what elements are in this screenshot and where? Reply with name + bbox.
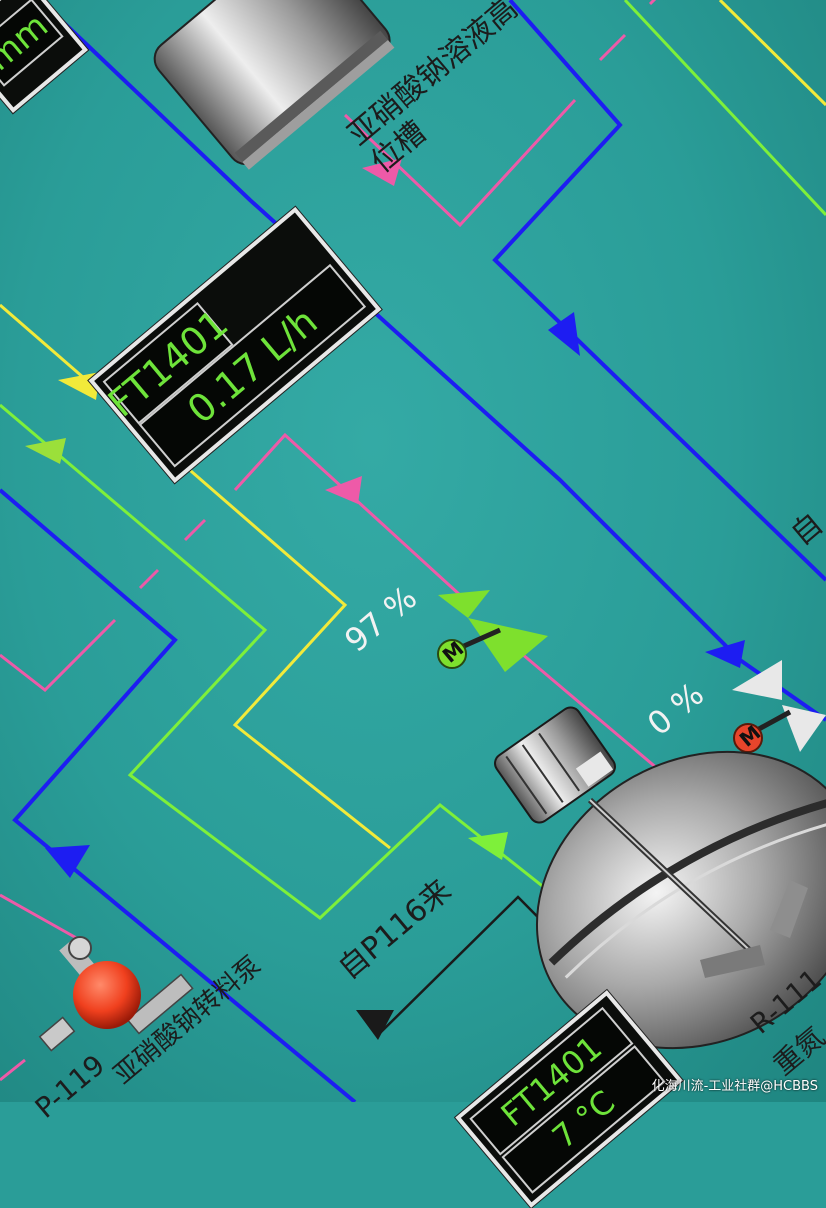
flow-arrows — [25, 158, 745, 1040]
control-valve-main[interactable] — [437, 590, 548, 672]
elevated-tank — [153, 0, 395, 170]
level-value: mm — [0, 0, 64, 87]
arrow-green-1 — [25, 438, 66, 464]
arrow-green-2 — [468, 832, 508, 860]
arrow-blue-2 — [705, 640, 745, 668]
transfer-pump[interactable] — [38, 936, 194, 1052]
process-lines — [0, 0, 826, 1102]
pink-pipeline — [0, 0, 666, 1082]
valve-main-motor-icon — [437, 639, 467, 669]
arrow-pink-2 — [325, 476, 362, 504]
watermark: 化海川流-工业社群@HCBBS — [651, 1079, 818, 1094]
arrow-blue-3 — [45, 845, 90, 878]
agitator-motor — [494, 706, 616, 824]
valve-side-motor-icon — [733, 723, 763, 753]
control-valve-side[interactable] — [732, 660, 826, 753]
green-pipeline — [0, 0, 826, 920]
arrow-pink-1 — [362, 158, 402, 186]
pump-status-icon — [73, 961, 141, 1029]
arrow-black — [356, 1010, 394, 1040]
arrow-blue-1 — [548, 312, 580, 356]
reactor-vessel — [535, 750, 826, 1050]
